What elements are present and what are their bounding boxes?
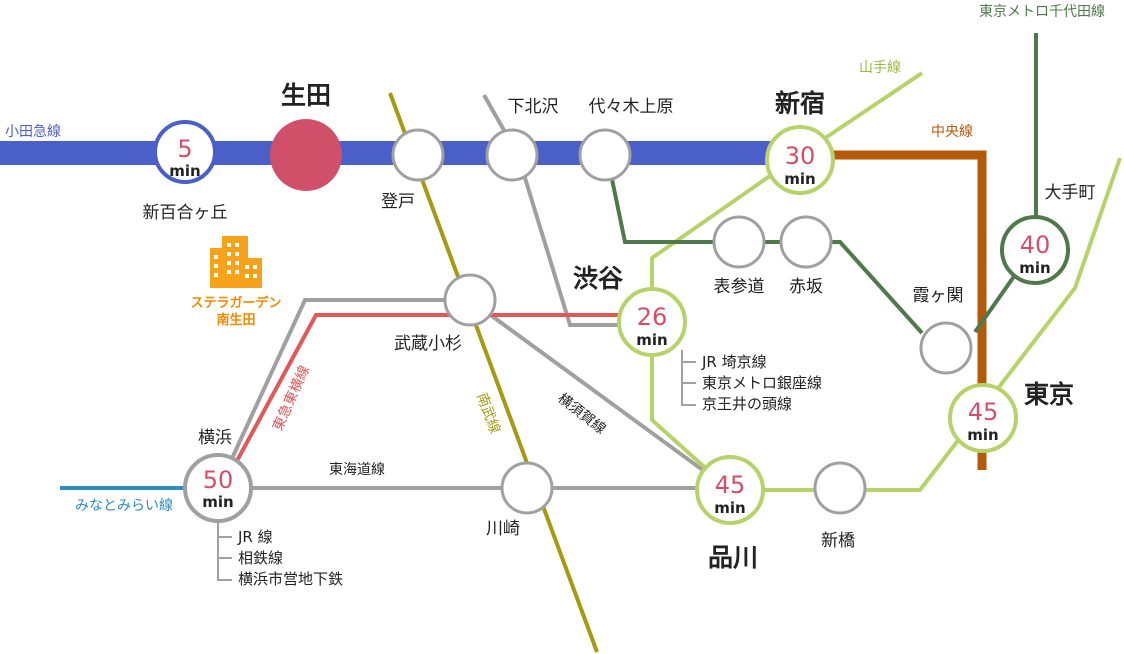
station-tokyo-circle[interactable] — [948, 383, 1018, 453]
shibuya-line-inokashira: 京王井の頭線 — [702, 395, 792, 413]
yokohama-min-unit: min — [202, 493, 233, 511]
yamanote-line-label: 山手線 — [859, 60, 901, 76]
toyoko-line-label: 東急東横線 — [270, 363, 313, 433]
toyoko-line — [230, 313, 652, 471]
yokohama-minutes: 50 — [203, 466, 234, 494]
shinjuku-label: 新宿 — [775, 89, 825, 118]
shibuya-line-ginza: 東京メトロ銀座線 — [702, 374, 822, 392]
station-noborito-circle[interactable] — [391, 128, 445, 182]
minatomirai-line-label: みなとみらい線 — [75, 498, 173, 514]
station-otemachi-circle[interactable] — [1000, 215, 1070, 285]
station-shimbashi-circle[interactable] — [813, 461, 867, 515]
station-musashikosugi-circle[interactable] — [443, 273, 497, 327]
yokohama-line-jr: JR 線 — [237, 528, 273, 546]
station-kawasaki-circle[interactable] — [500, 461, 554, 515]
otemachi-minutes: 40 — [1020, 231, 1051, 259]
yokohama-bracket — [217, 518, 232, 581]
omotesando-label: 表参道 — [714, 277, 765, 297]
shinjuku-minutes: 30 — [785, 142, 816, 170]
kawasaki-label: 川崎 — [486, 519, 520, 539]
yokosuka-line — [468, 298, 732, 492]
nambu-line — [388, 92, 599, 653]
shinjuku-min-unit: min — [784, 170, 815, 188]
shibuya-line-jr-saikyo: JR 埼京線 — [701, 353, 767, 371]
station-shinyurigaoka-circle[interactable] — [153, 120, 217, 184]
shinyurigaoka-label: 新百合ヶ丘 — [143, 203, 228, 223]
station-yoyogiuehara-circle[interactable] — [578, 128, 632, 182]
station-kasumigaseki-circle[interactable] — [919, 321, 973, 375]
shibuya-minutes: 26 — [637, 303, 668, 331]
shibuya-bracket — [681, 350, 696, 406]
building-icon — [210, 236, 262, 288]
building-label-line1: ステラガーデン — [190, 295, 281, 311]
tokaido-line-label: 東海道線 — [329, 462, 385, 478]
kasumigaseki-label: 霞ヶ関 — [913, 286, 964, 306]
building-label-line2: 南生田 — [216, 312, 255, 328]
station-shinjuku-circle[interactable] — [765, 125, 835, 195]
akasaka-label: 赤坂 — [789, 277, 823, 297]
shinyurigaoka-min-unit: min — [169, 162, 200, 180]
shimokitazawa-label: 下北沢 — [508, 97, 559, 117]
yokohama-label: 横浜 — [198, 428, 232, 448]
otemachi-min-unit: min — [1019, 259, 1050, 277]
chuo-line — [833, 150, 987, 470]
station-ikuta-circle[interactable] — [270, 119, 342, 191]
otemachi-label: 大手町 — [1045, 183, 1096, 203]
chiyoda-line-label: 東京メトロ千代田線 — [979, 4, 1105, 20]
yokohama-line-sotetsu: 相鉄線 — [238, 549, 283, 567]
tokyo-label: 東京 — [1024, 380, 1074, 409]
tokyo-minutes: 45 — [968, 398, 999, 426]
shinagawa-minutes: 45 — [715, 471, 746, 499]
shinyurigaoka-minutes: 5 — [177, 135, 192, 163]
shimbashi-label: 新橋 — [821, 531, 855, 551]
noborito-label: 登戸 — [381, 192, 415, 212]
inokashira-line — [482, 94, 652, 327]
shinagawa-min-unit: min — [714, 499, 745, 517]
yamanote-line — [650, 71, 1122, 492]
tokyo-min-unit: min — [967, 426, 998, 444]
yoyogiuehara-label: 代々木上原 — [589, 97, 674, 117]
yokohama-line-subway: 横浜市営地下鉄 — [238, 570, 343, 588]
station-shinagawa-circle[interactable] — [695, 455, 765, 525]
station-yokohama-circle[interactable] — [183, 453, 253, 523]
shibuya-label: 渋谷 — [573, 264, 624, 293]
station-shimokitazawa-circle[interactable] — [485, 128, 539, 182]
yokohama-kosugi-line — [220, 298, 470, 481]
musashikosugi-label: 武蔵小杉 — [394, 334, 462, 354]
chuo-line-label: 中央線 — [931, 124, 973, 140]
station-omotesando-circle[interactable] — [712, 215, 766, 269]
odakyu-line-label: 小田急線 — [5, 124, 61, 140]
shibuya-min-unit: min — [636, 331, 667, 349]
station-akasaka-circle[interactable] — [779, 215, 833, 269]
nambu-line-label: 南武線 — [473, 391, 502, 436]
ikuta-label: 生田 — [281, 81, 331, 110]
station-shibuya-circle[interactable] — [617, 287, 687, 357]
shinagawa-label: 品川 — [708, 543, 758, 572]
